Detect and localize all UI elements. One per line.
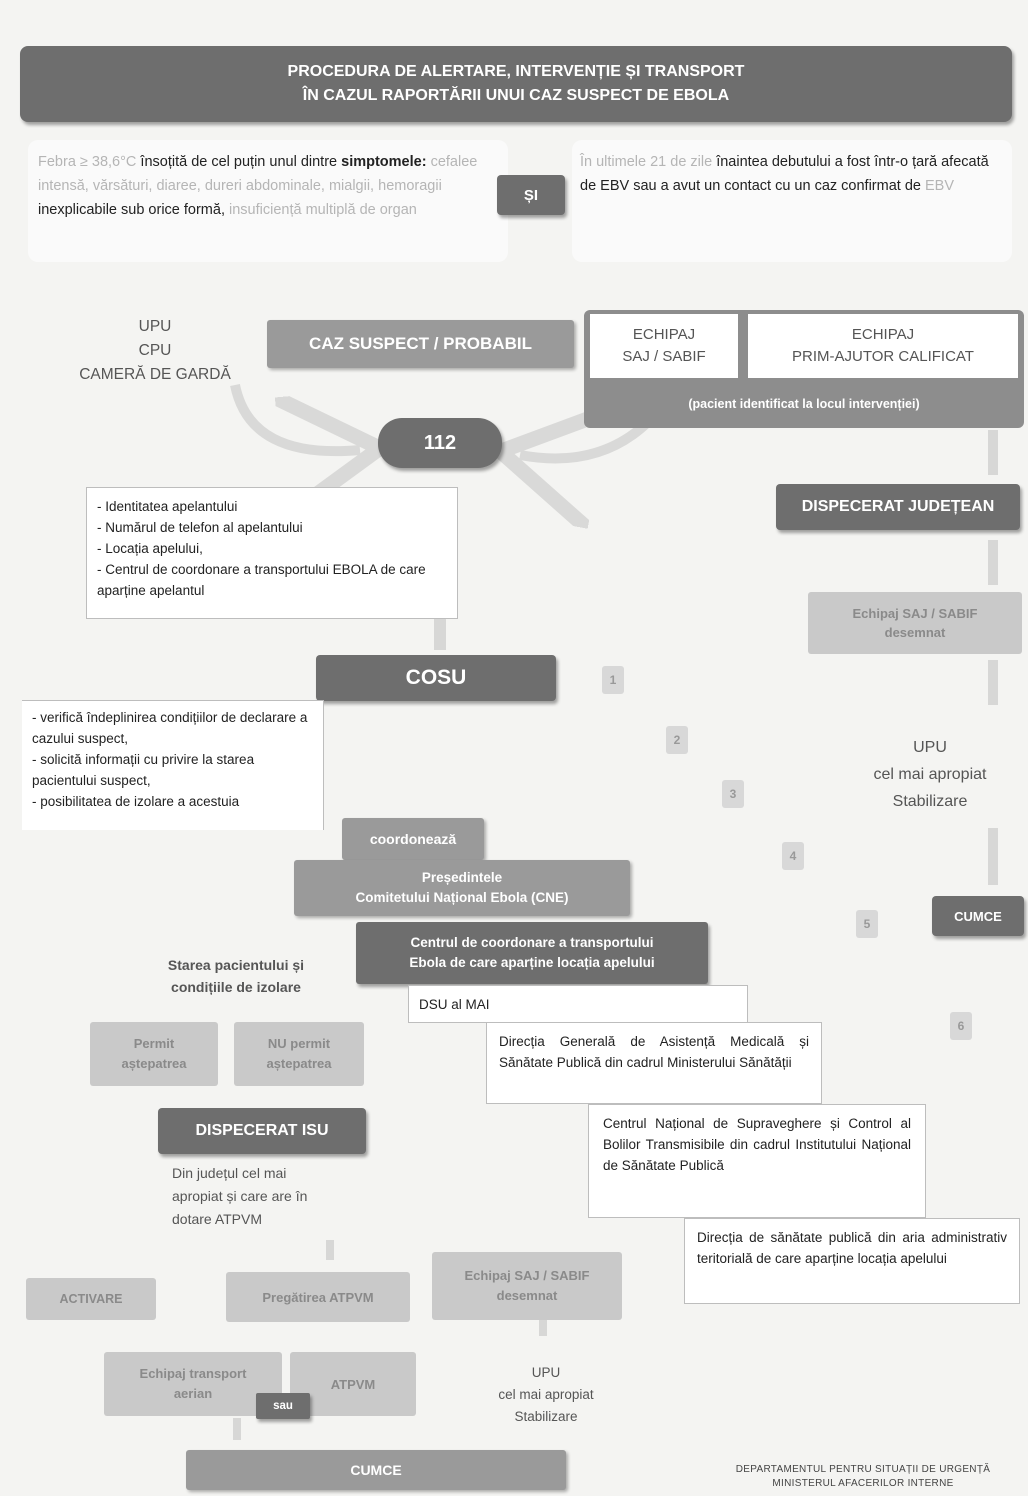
- title-line-1: PROCEDURA DE ALERTARE, INTERVENȚIE ȘI TR…: [287, 63, 745, 80]
- cosu-check-item: - solicită informații cu privire la star…: [32, 752, 255, 788]
- case-suspect-box: CAZ SUSPECT / PROBABIL: [267, 320, 574, 368]
- caller-info-box: - Identitatea apelantului - Numărul de t…: [86, 487, 458, 619]
- atpvm-prep-label: Pregătirea ATPVM: [262, 1289, 374, 1305]
- step-number-label: 6: [957, 1019, 965, 1033]
- caller-info-item: - Centrul de coordonare a transportului …: [97, 562, 426, 598]
- and-label: ȘI: [523, 186, 539, 204]
- cosu-label: COSU: [405, 666, 467, 689]
- criteria-text-3: simptomele:: [341, 154, 431, 170]
- atpvm-prep-box: Pregătirea ATPVM: [226, 1272, 410, 1322]
- step-number-label: 2: [673, 733, 681, 747]
- cumce-right-box: CUMCE: [932, 896, 1024, 936]
- exposure-text-1: În ultimele 21 de zile: [580, 154, 713, 170]
- cosu-check-item: - posibilitatea de izolare a acestuia: [32, 794, 240, 809]
- or-label: sau: [273, 1400, 293, 1412]
- echipaj-prim-ajutor: ECHIPAJ PRIM-AJUTOR CALIFICAT: [748, 314, 1018, 378]
- atpvm-box: ATPVM: [290, 1352, 416, 1416]
- cosu-box: COSU: [316, 655, 556, 701]
- dsp-text: Direcția de sănătate publică din aria ad…: [697, 1230, 1007, 1266]
- step-number-2: 2: [666, 726, 688, 754]
- cumce-bottom-box: CUMCE: [186, 1450, 566, 1490]
- isu-dispatch-box: DISPECERAT ISU: [158, 1108, 366, 1154]
- upu-cpu-group: UPU CPU CAMERĂ DE GARDĂ: [79, 318, 231, 383]
- assigned-team-left-box: Echipaj SAJ / SABIF desemnat: [432, 1252, 622, 1320]
- transport-centre-box: Centrul de coordonare a transportului Eb…: [356, 922, 708, 984]
- county-dispatch-box: DISPECERAT JUDEȚEAN: [776, 484, 1020, 530]
- symptom-criteria: Febra ≥ 38,6°C însoțită de cel puțin unu…: [28, 140, 508, 262]
- patient-note: (pacient identificat la locul intervenți…: [590, 386, 1018, 422]
- cumce-right-label: CUMCE: [954, 908, 1002, 924]
- nearest-upu-left: UPU cel mai apropiat Stabilizare: [498, 1365, 594, 1424]
- cne-president-box: Președintele Comitetului Național Ebola …: [294, 860, 630, 916]
- call-112: 112: [378, 418, 502, 468]
- caller-info-item: - Locația apelului,: [97, 541, 203, 556]
- step-number-label: 5: [863, 917, 871, 931]
- criteria-text-4: cefalee intensă, vărsături, diaree, dure…: [38, 154, 478, 194]
- cosu-check-item: - verifică îndeplinirea condițiilor de d…: [32, 710, 308, 746]
- case-label: CAZ SUSPECT / PROBABIL: [309, 334, 532, 353]
- cumce-bottom-label: CUMCE: [350, 1462, 402, 1478]
- dgas-box: Direcția Generală de Asistență Medicală …: [486, 1022, 822, 1104]
- patient-note-text: (pacient identificat la locul intervenți…: [688, 397, 920, 411]
- page-title: PROCEDURA DE ALERTARE, INTERVENȚIE ȘI TR…: [20, 46, 1012, 122]
- step-number-6: 6: [950, 1012, 972, 1040]
- title-line-2: ÎN CAZUL RAPORTĂRII UNUI CAZ SUSPECT DE …: [302, 87, 730, 104]
- dsp-box: Direcția de sănătate publică din aria ad…: [684, 1218, 1020, 1304]
- criteria-text-7: insuficiență multiplă de organ: [229, 202, 417, 218]
- cosu-checks-box: - verifică îndeplinirea condițiilor de d…: [22, 700, 324, 830]
- activation-box: ACTIVARE: [26, 1278, 156, 1320]
- step-number-1: 1: [602, 666, 624, 694]
- echipaj-saj: ECHIPAJ SAJ / SABIF: [590, 314, 738, 378]
- caller-info-item: - Identitatea apelantului: [97, 499, 238, 514]
- footer-line-2: MINISTERUL AFACERILOR INTERNE: [772, 1478, 954, 1489]
- footer-line-1: DEPARTAMENTUL PENTRU SITUAȚII DE URGENȚĂ: [735, 1464, 991, 1475]
- isu-note: Din județul cel mai apropiat și care are…: [172, 1165, 308, 1227]
- fever-text: Febra ≥ 38,6°C: [38, 154, 137, 170]
- exposure-text-2: înaintea debutului a fost într-o țară af…: [580, 154, 989, 194]
- coordinates-label: coordonează: [342, 818, 484, 860]
- step-number-3: 3: [722, 780, 744, 808]
- criteria-text-6: inexplicabile sub orice formă,: [38, 202, 230, 218]
- coordinates-text: coordonează: [369, 831, 457, 847]
- atpvm-label: ATPVM: [330, 1376, 376, 1392]
- activation-label: ACTIVARE: [59, 1292, 123, 1306]
- dsu-mai-box: DSU al MAI: [408, 985, 748, 1023]
- exposure-text-3: EBV: [924, 178, 954, 194]
- assigned-team-box: Echipaj SAJ / SABIF desemnat: [808, 592, 1022, 654]
- cnscbt-text: Centrul Național de Supraveghere și Cont…: [603, 1116, 911, 1173]
- step-number-label: 4: [789, 849, 797, 863]
- isu-dispatch-label: DISPECERAT ISU: [195, 1122, 329, 1139]
- criteria-text-2: însoțită de cel puțin unul dintre: [136, 154, 342, 170]
- air-transport-box: Echipaj transport aerian: [104, 1352, 282, 1416]
- step-number-5: 5: [856, 910, 878, 938]
- nearest-upu-right: UPU cel mai apropiat Stabilizare: [873, 738, 987, 810]
- dsu-mai-text: DSU al MAI: [419, 997, 490, 1012]
- and-badge: ȘI: [497, 175, 565, 215]
- exposure-criteria: În ultimele 21 de zile înaintea debutulu…: [572, 140, 1012, 262]
- county-dispatch-label: DISPECERAT JUDEȚEAN: [801, 498, 995, 515]
- cnscbt-box: Centrul Național de Supraveghere și Cont…: [588, 1104, 926, 1218]
- footer-credit: DEPARTAMENTUL PENTRU SITUAȚII DE URGENȚĂ…: [700, 1460, 1026, 1494]
- not-allow-waiting-box: NU permit aștepatrea: [234, 1022, 364, 1086]
- caller-info-item: - Numărul de telefon al apelantului: [97, 520, 303, 535]
- criteria-text-5: hemoragii: [378, 178, 442, 194]
- patient-state-question: Starea pacientului și condițiile de izol…: [167, 957, 305, 995]
- step-number-label: 1: [609, 673, 617, 687]
- step-number-label: 3: [729, 787, 737, 801]
- call-112-label: 112: [423, 431, 457, 454]
- dgas-text: Direcția Generală de Asistență Medicală …: [499, 1034, 809, 1070]
- or-badge: sau: [256, 1393, 310, 1419]
- step-number-4: 4: [782, 842, 804, 870]
- allow-waiting-box: Permit aștepatrea: [90, 1022, 218, 1086]
